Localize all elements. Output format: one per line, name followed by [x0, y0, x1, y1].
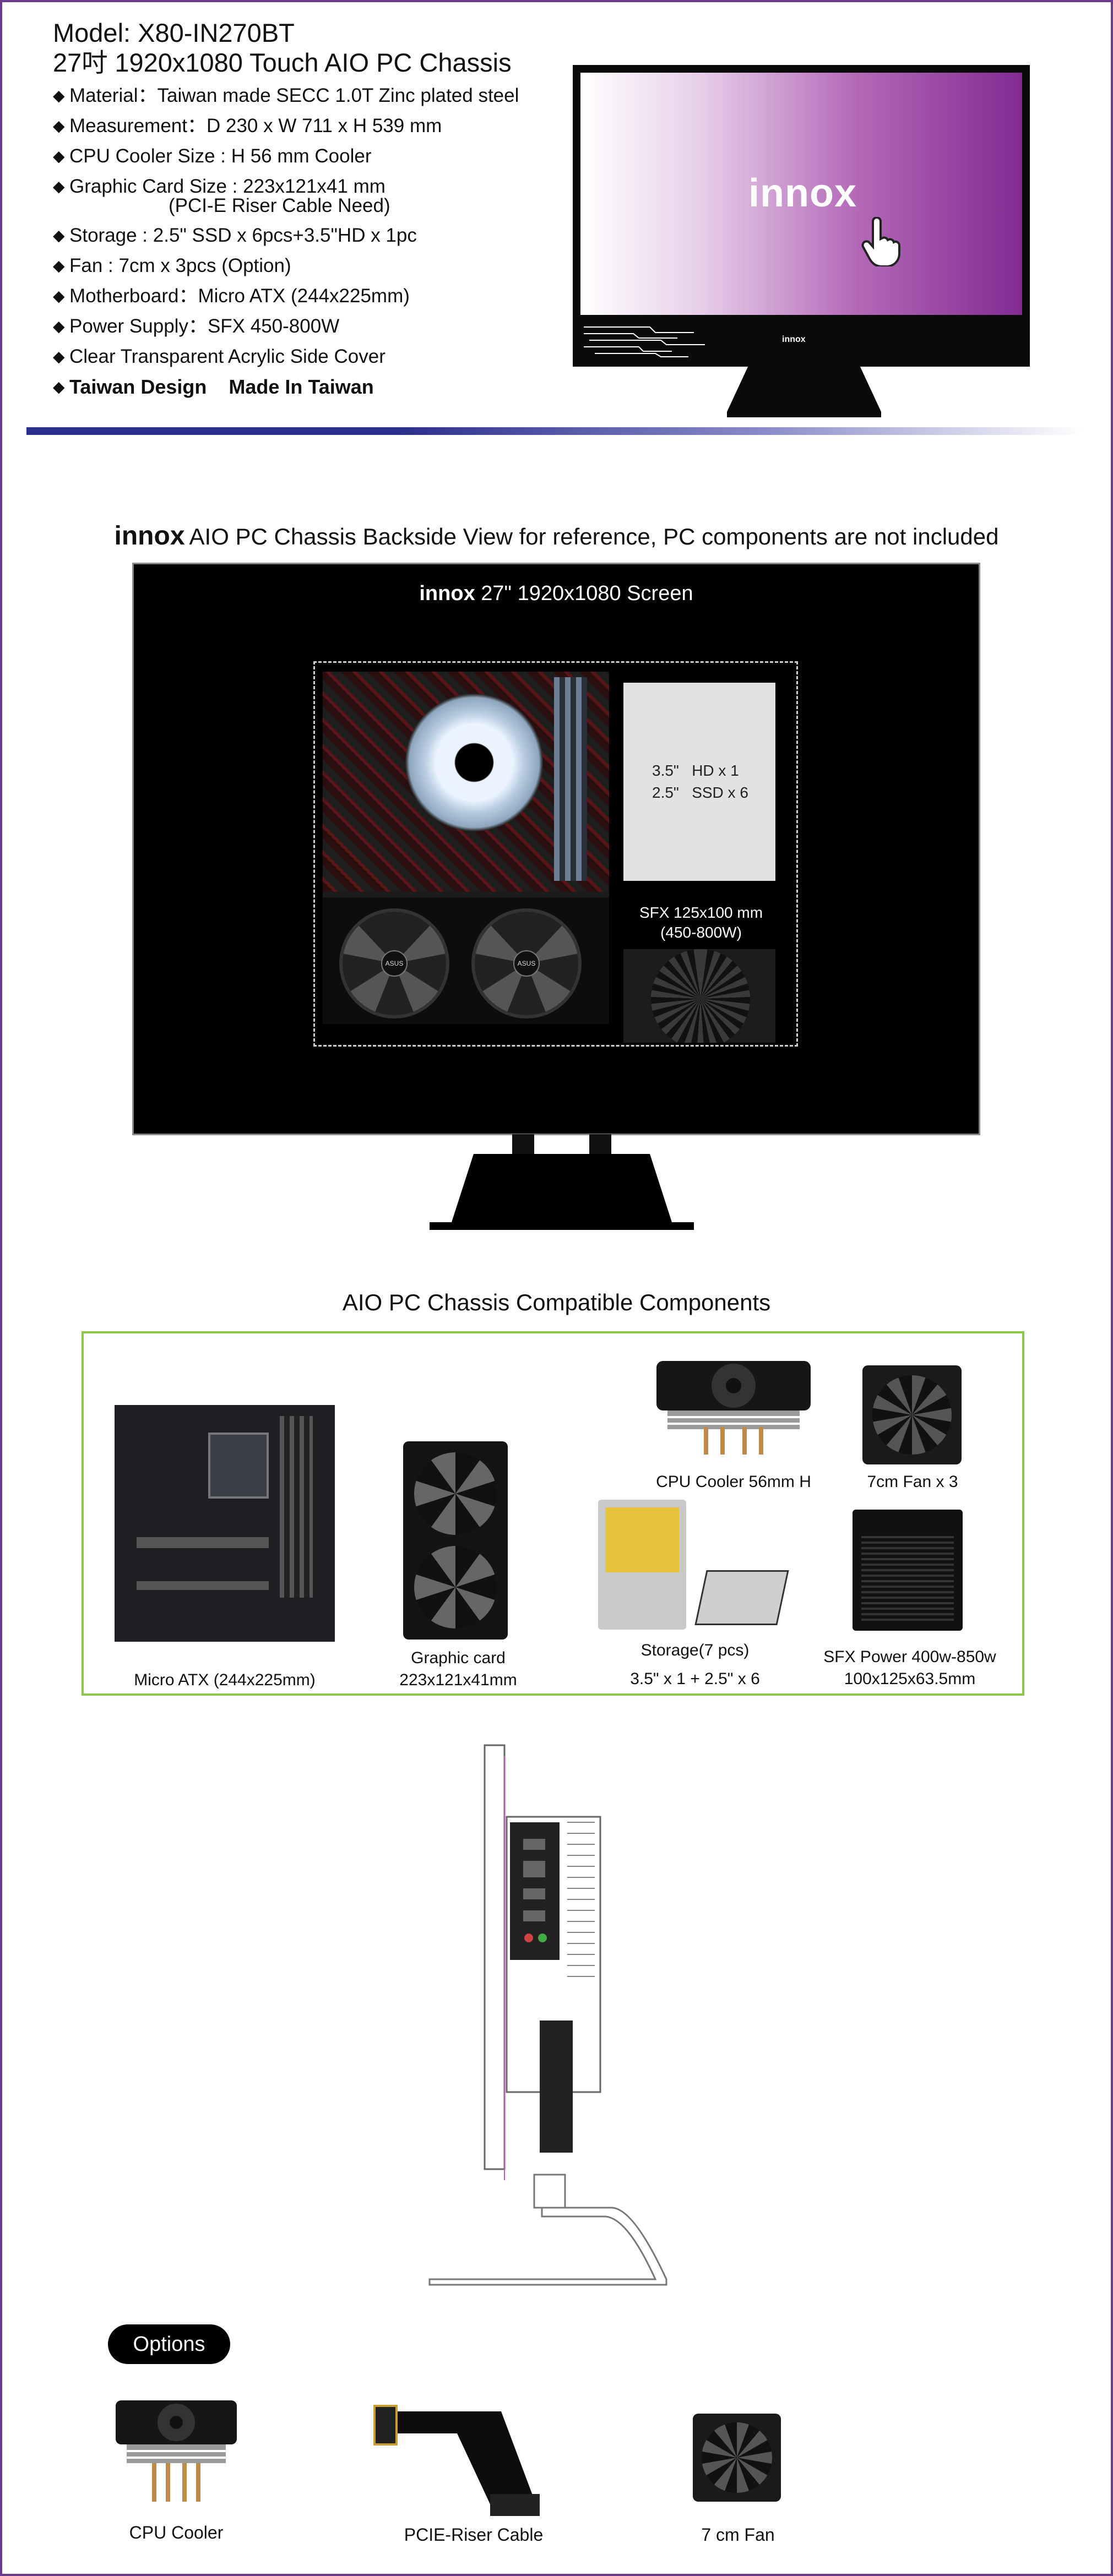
bullet-icon: ◆ — [53, 117, 65, 134]
spec-item: ◆Power Supply：SFX 450-800W — [53, 311, 582, 341]
component-bay: ASUS ASUS 3.5" HD x 1 2.5" SSD x 6 SFX 1… — [313, 661, 798, 1047]
monitor-stand — [727, 364, 881, 417]
monitor-logo: innox — [748, 171, 857, 215]
psu-label: SFX 125x100 mm (450-800W) — [639, 904, 763, 941]
psu-image — [853, 1510, 963, 1631]
psu-illustration — [623, 949, 775, 1043]
spec-item: ◆Material：Taiwan made SECC 1.0T Zinc pla… — [53, 80, 582, 111]
tagline: ◆Taiwan Design Made In Taiwan — [53, 372, 582, 402]
cpu-cooler-illustration — [405, 694, 543, 831]
compatible-components-box: Micro ATX (244x225mm) Graphic card 223x1… — [82, 1331, 1024, 1696]
circuit-lines-icon — [584, 326, 705, 357]
hdd-image — [598, 1500, 686, 1630]
gpu-fan-icon: ASUS — [471, 908, 582, 1019]
backside-title-text: AIO PC Chassis Backside View for referen… — [189, 524, 999, 549]
graphic-card-illustration: ASUS ASUS — [323, 897, 609, 1024]
gpu-fan-icon: ASUS — [339, 908, 449, 1019]
hand-pointer-icon — [861, 217, 901, 266]
monitor-front-image: innox innox — [573, 65, 1030, 367]
bullet-icon: ◆ — [53, 148, 65, 165]
bezel-logo: innox — [782, 335, 806, 344]
bullet-icon: ◆ — [53, 318, 65, 335]
fan-caption: 7cm Fan x 3 — [867, 1473, 958, 1491]
option-fan-image — [693, 2414, 781, 2502]
bullet-icon: ◆ — [53, 178, 65, 195]
psu-caption: SFX Power 400w-850w 100x125x63.5mm — [823, 1648, 996, 1688]
bullet-icon: ◆ — [53, 348, 65, 365]
monitor-screen: innox — [580, 73, 1022, 315]
bullet-icon: ◆ — [53, 287, 65, 304]
option-riser-cable-image — [373, 2405, 540, 2516]
storage-label: 3.5" HD x 1 2.5" SSD x 6 — [652, 762, 748, 801]
graphic-card-caption: Graphic card 223x121x41mm — [399, 1649, 517, 1689]
tagline-made: Made In Taiwan — [229, 375, 374, 398]
model-title: Model: X80-IN270BT — [53, 18, 295, 47]
product-subtitle: 27吋 1920x1080 Touch AIO PC Chassis — [53, 48, 512, 77]
spec-item: ◆Storage : 2.5" SSD x 6pcs+3.5"HD x 1pc — [53, 220, 582, 250]
bullet-icon: ◆ — [53, 378, 65, 395]
bullet-icon: ◆ — [53, 227, 65, 244]
spec-item: ◆Clear Transparent Acrylic Side Cover — [53, 341, 582, 372]
spec-note: (PCI-E Riser Cable Need) — [169, 195, 390, 216]
option-cpu-cooler-caption: CPU Cooler — [129, 2523, 224, 2542]
option-cpu-cooler-image — [116, 2400, 237, 2502]
storage-bay: 3.5" HD x 1 2.5" SSD x 6 — [623, 683, 775, 881]
brand-logo: innox — [114, 521, 185, 551]
graphic-card-image — [403, 1441, 508, 1640]
fan-image — [862, 1365, 962, 1464]
spec-item: ◆Measurement：D 230 x W 711 x H 539 mm — [53, 111, 582, 141]
option-fan-caption: 7 cm Fan — [701, 2525, 775, 2545]
cpu-cooler-caption: CPU Cooler 56mm H — [656, 1473, 811, 1491]
options-badge: Options — [108, 2324, 230, 2364]
spec-item: ◆Graphic Card Size : 223x121x41 mm — [53, 171, 582, 201]
motherboard-caption: Micro ATX (244x225mm) — [134, 1671, 316, 1689]
storage-caption: Storage(7 pcs) 3.5" x 1 + 2.5" x 6 — [630, 1641, 760, 1688]
spec-list: ◆Material：Taiwan made SECC 1.0T Zinc pla… — [53, 80, 582, 402]
compatible-title: AIO PC Chassis Compatible Components — [342, 1289, 771, 1315]
motherboard-illustration: ASUS ASUS — [323, 672, 609, 1024]
screen-label: innox 27" 1920x1080 Screen — [419, 582, 693, 605]
spec-item: ◆Motherboard：Micro ATX (244x225mm) — [53, 281, 582, 311]
ssd-image — [694, 1570, 789, 1625]
bullet-icon: ◆ — [53, 87, 65, 104]
chassis-stand — [430, 1134, 694, 1230]
spec-item: ◆Fan : 7cm x 3pcs (Option) — [53, 250, 582, 281]
section-divider — [26, 427, 1084, 435]
option-riser-cable-caption: PCIE-Riser Cable — [404, 2525, 544, 2545]
motherboard-image — [115, 1405, 335, 1642]
ram-slots — [554, 677, 587, 881]
bullet-icon: ◆ — [53, 257, 65, 274]
tagline-design: Taiwan Design — [69, 375, 207, 398]
chassis-back-panel: innox 27" 1920x1080 Screen ASUS ASUS 3.5… — [132, 563, 980, 1135]
cpu-cooler-image — [656, 1361, 811, 1455]
side-view-diagram — [428, 1744, 667, 2286]
spec-item: ◆CPU Cooler Size : H 56 mm Cooler — [53, 141, 582, 171]
psu-fan-icon — [651, 949, 750, 1043]
